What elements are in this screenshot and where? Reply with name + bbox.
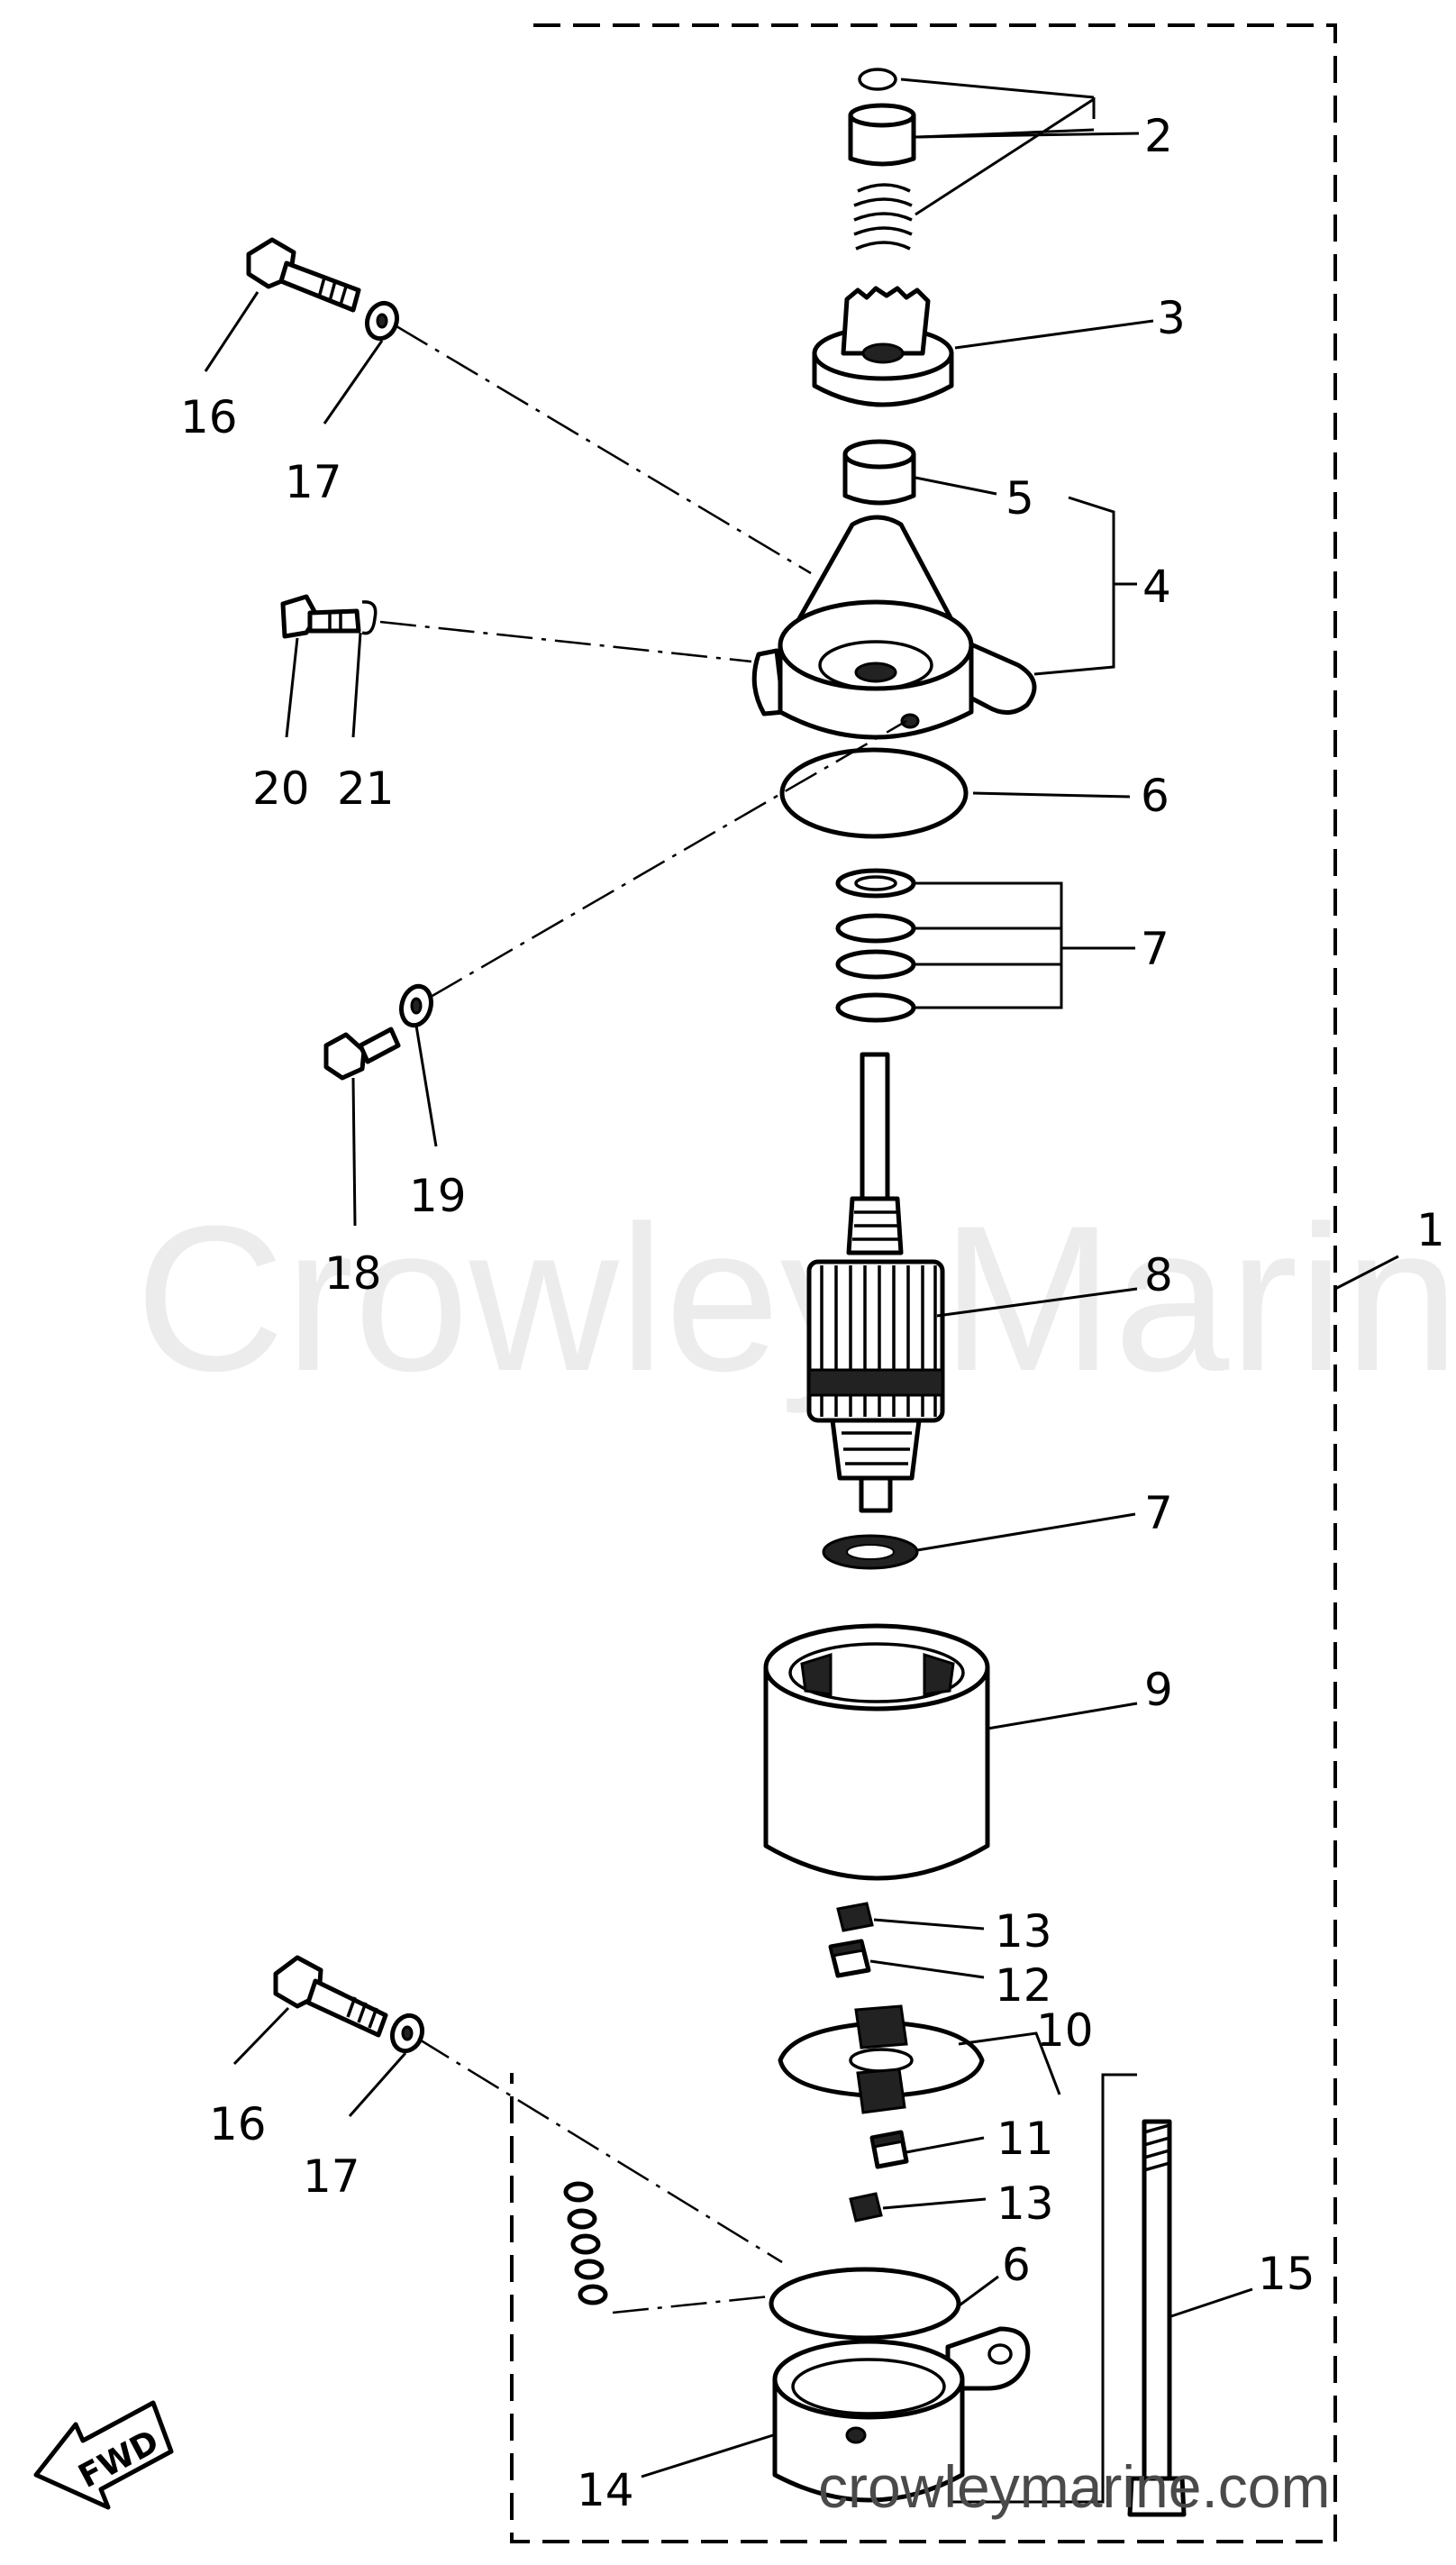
part-12-brush xyxy=(828,1939,871,1978)
callout-17-top: 17 xyxy=(285,456,342,508)
part-grommet-chain xyxy=(563,2181,608,2305)
part-16-bolt-top xyxy=(246,237,361,313)
callout-21: 21 xyxy=(337,762,395,815)
part-5-bushing xyxy=(842,439,916,506)
part-6-o-ring-bottom xyxy=(769,2267,961,2341)
assembly-frame xyxy=(510,23,1337,2543)
callout-3: 3 xyxy=(1157,292,1186,344)
callout-11: 11 xyxy=(996,2113,1054,2165)
part-15-through-bolt xyxy=(1127,2119,1187,2517)
part-20-screw xyxy=(280,594,361,639)
part-14-rear-bracket xyxy=(772,2326,1031,2503)
part-21-lock-washer xyxy=(361,600,378,635)
callout-9: 9 xyxy=(1144,1664,1173,1716)
callout-5: 5 xyxy=(1006,472,1034,525)
callout-20: 20 xyxy=(252,762,310,815)
part-6-o-ring-top xyxy=(779,747,969,839)
callout-17-bottom: 17 xyxy=(303,2150,360,2203)
callout-labels: 1 2 3 4 5 6 7 8 7 9 13 12 10 11 13 6 15 … xyxy=(180,110,1445,2516)
part-13-brush-spring-bottom xyxy=(849,2192,883,2223)
part-17-washer-top xyxy=(364,300,400,342)
callout-16-top: 16 xyxy=(180,391,238,443)
callout-7-mid: 7 xyxy=(1144,1487,1173,1539)
callout-10: 10 xyxy=(1036,2004,1094,2057)
callout-16-bottom: 16 xyxy=(209,2098,267,2150)
callout-18: 18 xyxy=(324,1247,382,1300)
part-8-armature xyxy=(806,1052,945,1513)
callout-13-top: 13 xyxy=(995,1905,1052,1958)
part-17-washer-bottom xyxy=(389,2013,425,2054)
watermark-url: crowleymarine.com xyxy=(818,2453,1330,2520)
fwd-arrow: FWD xyxy=(33,2400,174,2510)
callout-4: 4 xyxy=(1142,561,1171,613)
callout-7-top: 7 xyxy=(1141,923,1169,975)
callout-14: 14 xyxy=(577,2464,634,2516)
part-13-brush-spring-top xyxy=(836,1902,874,1932)
part-4-front-bracket xyxy=(751,515,1037,740)
callout-6-bottom: 6 xyxy=(1002,2239,1031,2291)
callout-19: 19 xyxy=(409,1170,467,1222)
callout-2: 2 xyxy=(1144,110,1173,162)
part-19-washer xyxy=(399,983,433,1028)
part-9-yoke xyxy=(763,1623,990,1881)
callout-13-bottom: 13 xyxy=(996,2177,1054,2230)
callout-8: 8 xyxy=(1144,1249,1173,1301)
callout-12: 12 xyxy=(995,1959,1052,2012)
part-3-pinion-gear xyxy=(812,286,954,407)
part-7-washer-stack xyxy=(835,868,916,1023)
callout-1: 1 xyxy=(1416,1204,1445,1256)
callout-6-top: 6 xyxy=(1141,770,1169,822)
leader-lines xyxy=(204,78,1399,2504)
assembly-lines xyxy=(379,324,907,2314)
part-11-brush xyxy=(869,2130,909,2169)
part-18-screw xyxy=(323,1027,401,1081)
part-2-clip-collar-spring xyxy=(848,68,916,251)
part-7-washer-single xyxy=(822,1534,919,1570)
part-10-brush-holder xyxy=(778,2004,985,2114)
part-16-bolt-bottom xyxy=(273,1955,388,2038)
callout-15: 15 xyxy=(1258,2248,1315,2300)
